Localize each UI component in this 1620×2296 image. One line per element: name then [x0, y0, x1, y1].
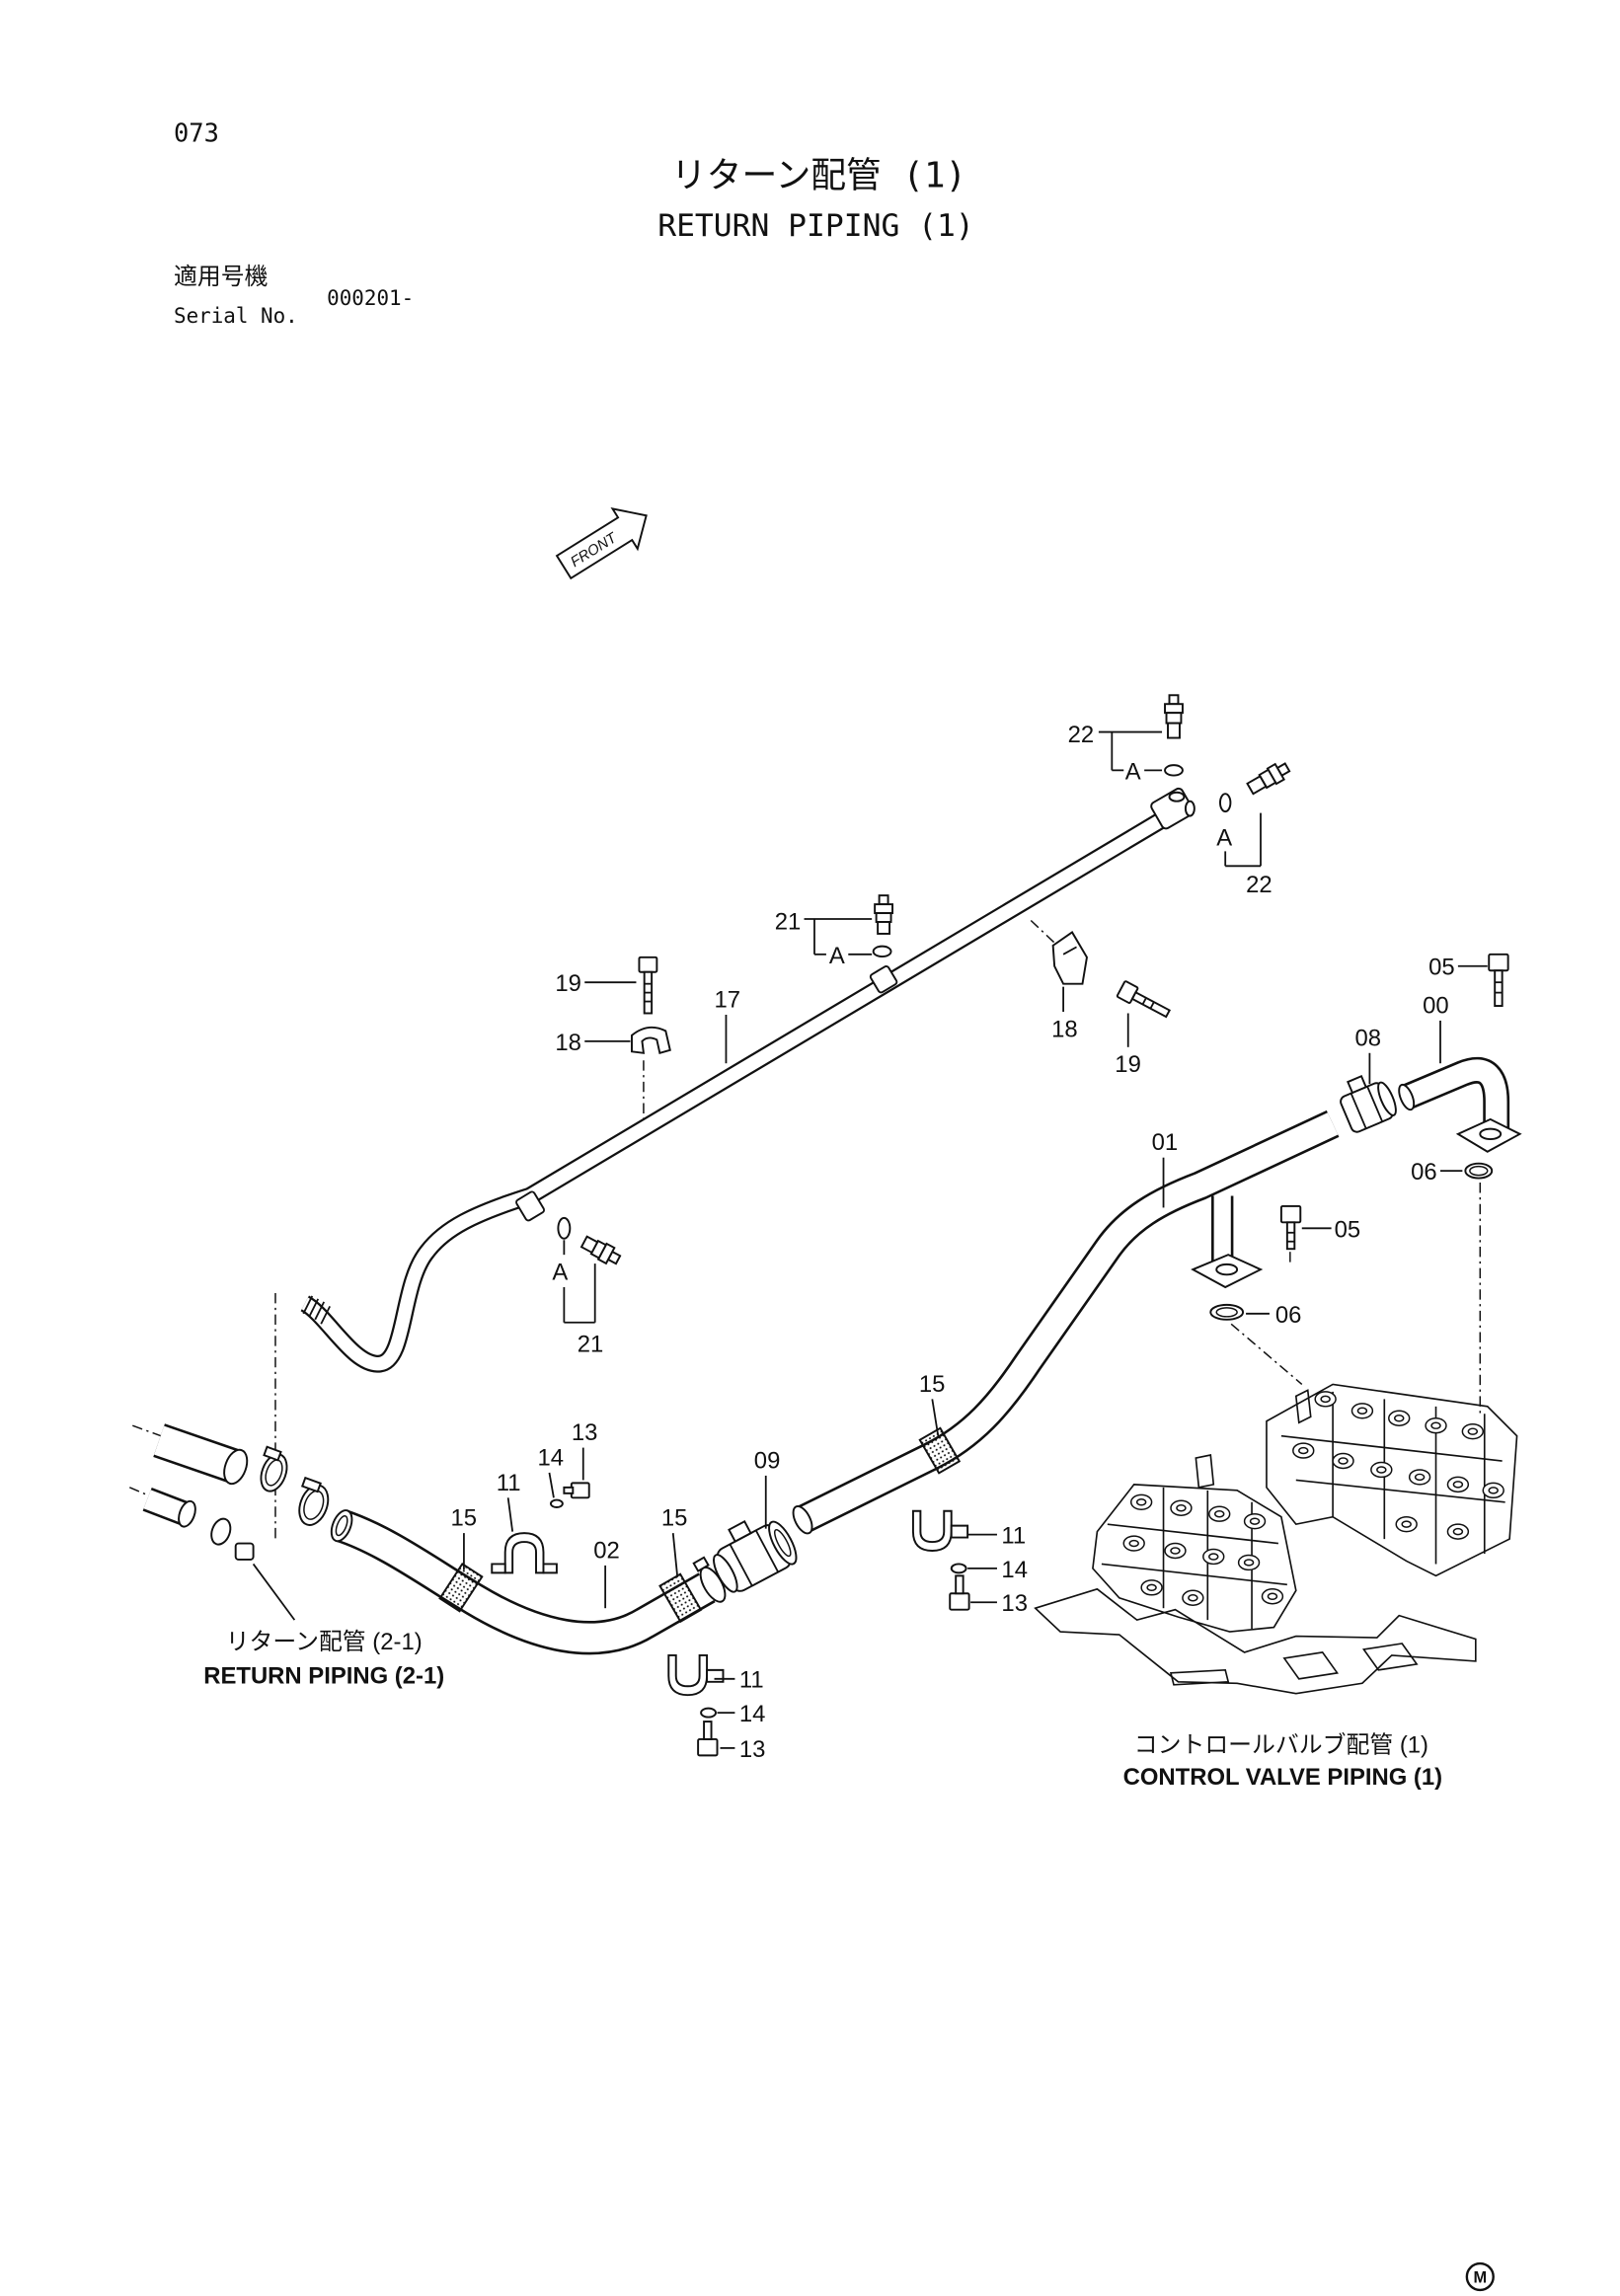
- hose-clamp-small-icon: [692, 1556, 727, 1603]
- washer-14-top: [549, 1498, 564, 1508]
- callout-14-top: 14: [538, 1444, 565, 1471]
- serial-label-en: Serial No.: [174, 304, 298, 328]
- hose-adapter-09-icon: [713, 1520, 798, 1593]
- callout-08: 08: [1354, 1025, 1381, 1051]
- adapter-22-upper-icon: [1164, 694, 1184, 739]
- callout-06-mid: 06: [1275, 1302, 1302, 1329]
- hose-band-15-left: [438, 1562, 484, 1613]
- leader-lines: [463, 730, 1488, 1749]
- callout-05-upper: 05: [1428, 955, 1455, 981]
- bolt-05-mid-icon: [1279, 1204, 1302, 1251]
- callout-13-top: 13: [572, 1419, 598, 1446]
- adapter-22-right-icon: [1246, 762, 1291, 796]
- callout-22-right: 22: [1246, 872, 1273, 898]
- detail-a-mid: A: [829, 943, 845, 969]
- o-ring-a-lower: [557, 1216, 572, 1240]
- adapter-21-upper-icon: [874, 894, 894, 935]
- callout-01: 01: [1152, 1129, 1179, 1156]
- detail-a-upper: A: [1125, 758, 1141, 785]
- callout-19-right: 19: [1115, 1051, 1141, 1078]
- callout-18-left: 18: [555, 1030, 581, 1056]
- flange-01: [1191, 1254, 1264, 1289]
- title-ja: リターン配管 (1): [671, 156, 966, 196]
- clamp-11-bottom-icon: [667, 1653, 725, 1697]
- flange-00: [1455, 1117, 1522, 1153]
- o-ring-a-mid: [872, 945, 892, 958]
- o-ring-a-right: [1219, 793, 1232, 813]
- tee-fitting: [1150, 787, 1196, 830]
- callout-21-upper: 21: [775, 908, 802, 935]
- return-pipe-01: [792, 1110, 1340, 1535]
- callout-09: 09: [754, 1447, 781, 1474]
- detail-a-lower: A: [552, 1260, 568, 1286]
- callout-15-right: 15: [661, 1505, 688, 1532]
- clamp-11-right-icon: [911, 1509, 969, 1552]
- return-hose-02: [330, 1509, 716, 1655]
- return-pipe-17: [299, 810, 1169, 1373]
- callout-15-upper: 15: [919, 1371, 946, 1398]
- bolt-13-bottom-icon: [697, 1721, 719, 1757]
- corner-mark-icon: M: [1465, 2261, 1495, 2292]
- o-ring-06-mid: [1209, 1303, 1245, 1321]
- assembly-lines: [128, 919, 1482, 1541]
- bolt-19-right-icon: [1116, 980, 1172, 1019]
- reference-return-piping-2-1-en: RETURN PIPING (2-1): [203, 1662, 444, 1689]
- bolt-13-top-icon: [563, 1482, 590, 1499]
- bolt-19-left-icon: [638, 956, 658, 1015]
- callout-11-top: 11: [497, 1470, 521, 1496]
- callout-11-right: 11: [1001, 1523, 1026, 1550]
- adapter-21-lower-icon: [579, 1235, 622, 1265]
- bolt-13-right-icon: [949, 1574, 970, 1611]
- callout-06-right: 06: [1411, 1159, 1437, 1186]
- clamp-11-top-icon: [491, 1532, 558, 1574]
- reference-control-valve-piping-ja: コントロールバルブ配管 (1): [1134, 1731, 1428, 1758]
- callout-02: 02: [593, 1537, 620, 1564]
- hose-band-15-right: [658, 1572, 703, 1624]
- hose-clamp-08-icon: [1340, 1074, 1397, 1133]
- serial-label-ja: 適用号機: [174, 263, 269, 290]
- callout-14-bottom: 14: [739, 1701, 766, 1727]
- washer-14-right: [950, 1563, 967, 1574]
- callout-13-bottom: 13: [739, 1736, 766, 1763]
- callout-17: 17: [715, 987, 741, 1014]
- detail-a-right: A: [1216, 824, 1232, 851]
- clamp-18-left-icon: [631, 1026, 671, 1054]
- control-valve-illustration: [1034, 1383, 1518, 1695]
- front-arrow-icon: FRONT: [555, 507, 648, 580]
- reference-return-piping-2-1-ja: リターン配管 (2-1): [226, 1629, 423, 1655]
- boss-upper: [869, 964, 898, 994]
- washer-14-bottom: [700, 1707, 717, 1719]
- hose-band-15-upper: [918, 1426, 962, 1475]
- callout-19-left: 19: [555, 970, 581, 997]
- o-ring-a-upper: [1164, 764, 1184, 777]
- callout-22-upper: 22: [1068, 722, 1095, 748]
- callout-15-left: 15: [450, 1505, 477, 1532]
- clamp-18-right-icon: [1051, 931, 1088, 985]
- page-number: 073: [174, 117, 219, 147]
- elbow-pipe-00: [1398, 1056, 1510, 1128]
- return-piping-2-1-stubs: [142, 1423, 330, 1621]
- callout-05-mid: 05: [1335, 1216, 1361, 1243]
- corner-mark: M: [1473, 2268, 1487, 2286]
- callout-21-lower: 21: [578, 1332, 604, 1358]
- callout-13-right: 13: [1001, 1590, 1028, 1617]
- callout-00: 00: [1423, 992, 1449, 1019]
- boss-lower: [515, 1190, 546, 1222]
- callout-14-right: 14: [1001, 1557, 1028, 1583]
- serial-value: 000201-: [327, 286, 414, 310]
- reference-control-valve-piping-en: CONTROL VALVE PIPING (1): [1123, 1764, 1442, 1791]
- callout-18-right: 18: [1051, 1016, 1078, 1042]
- callout-11-bottom: 11: [739, 1667, 764, 1694]
- title-en: RETURN PIPING (1): [657, 208, 973, 244]
- bolt-05-upper-icon: [1488, 953, 1509, 1008]
